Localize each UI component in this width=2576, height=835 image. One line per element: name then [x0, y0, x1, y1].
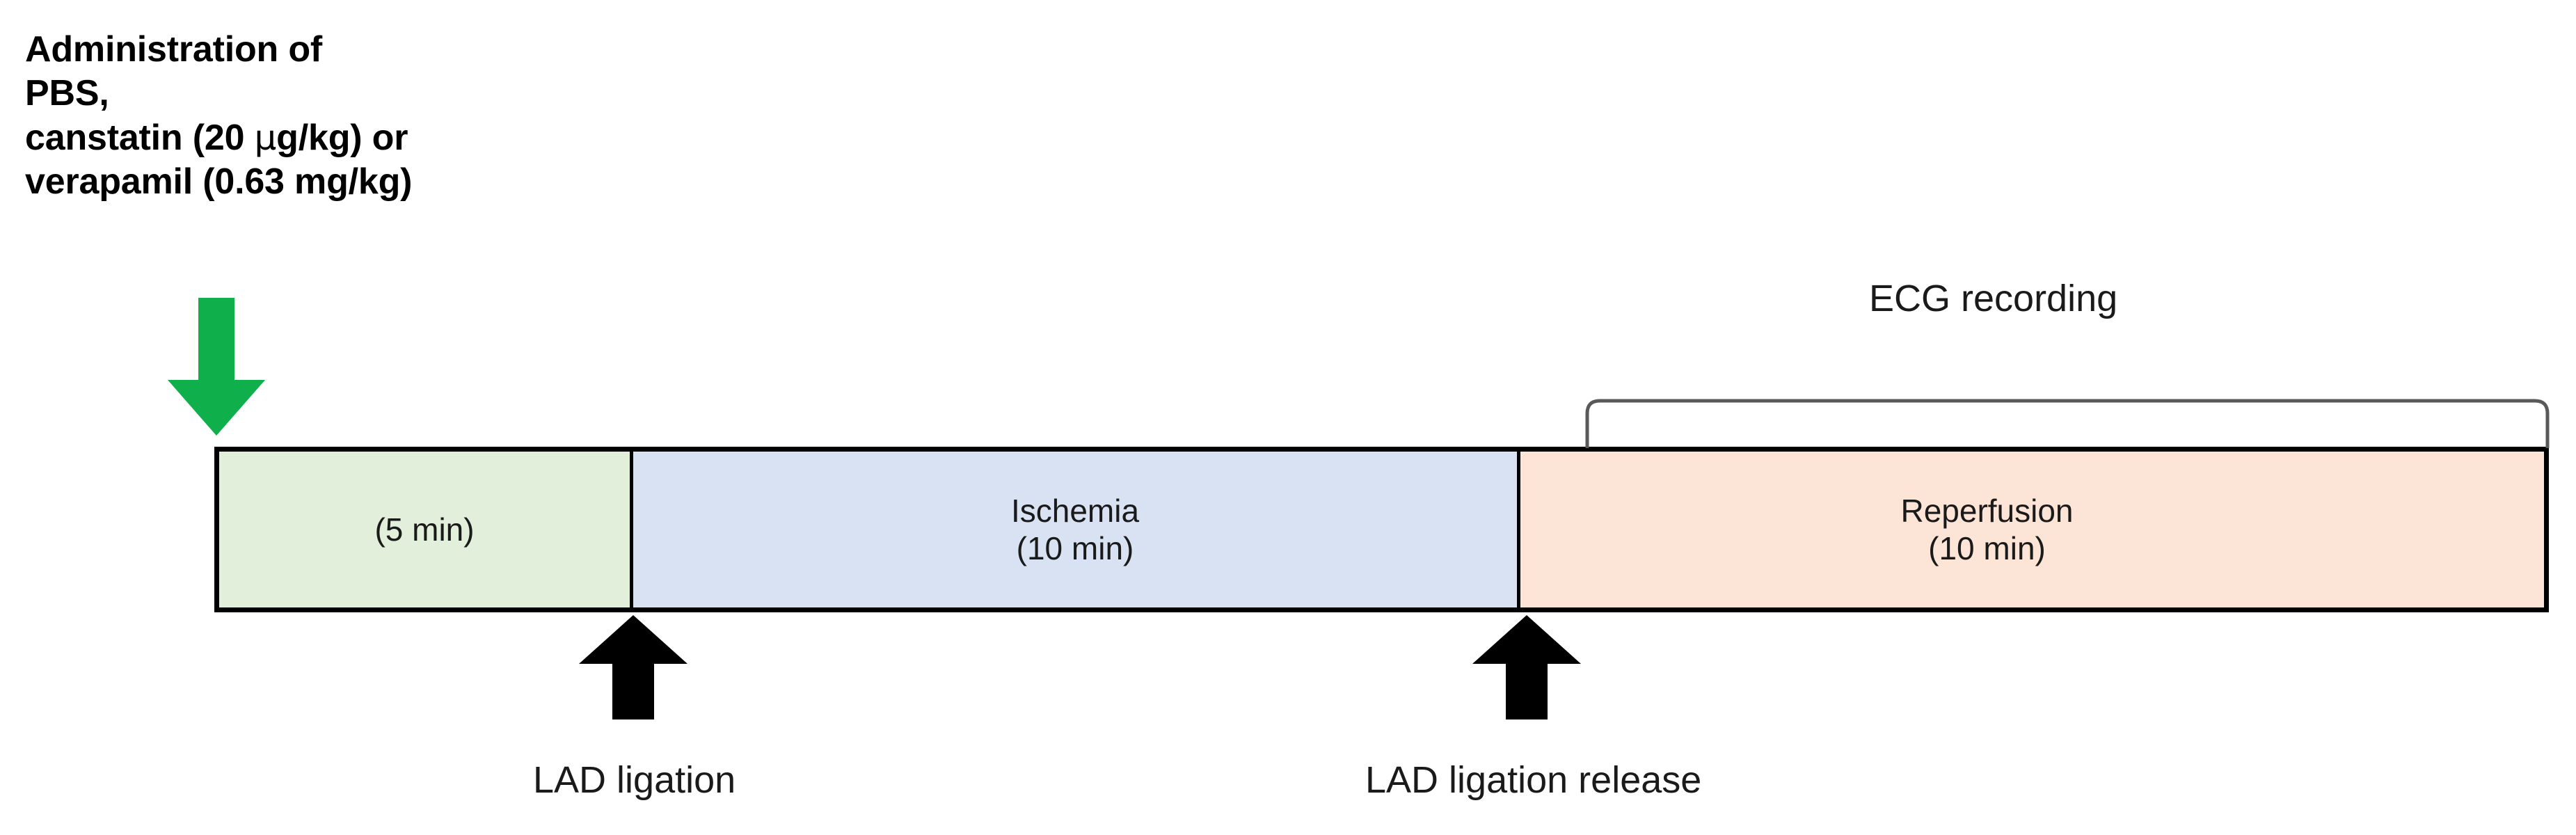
ecg-recording-label: ECG recording [1869, 278, 2118, 319]
administration-line-4: verapamil (0.63 mg/kg) [25, 161, 413, 202]
timeline-segment-reperfusion: Reperfusion (10 min) [1520, 452, 2544, 607]
lad-ligation-arrow-icon [579, 615, 687, 719]
timeline-bar: (5 min) Ischemia (10 min) Reperfusion (1… [214, 447, 2549, 612]
segment-reperfusion-duration: (10 min) [1928, 530, 2046, 566]
administration-arrow-icon [168, 298, 265, 436]
administration-line-3-suffix: g/kg) or [276, 117, 408, 158]
administration-line-3-prefix: canstatin (20 [25, 117, 255, 158]
micro-symbol: μ [254, 117, 277, 158]
ecg-bracket-icon [1585, 399, 2550, 448]
segment-pretreatment-duration: (5 min) [374, 511, 475, 548]
administration-caption: Administration of PBS, canstatin (20 μg/… [25, 28, 721, 205]
administration-line-2: PBS, [25, 73, 109, 114]
lad-ligation-label: LAD ligation [533, 759, 736, 801]
administration-line-3: canstatin (20 μg/kg) or [25, 116, 721, 160]
lad-ligation-release-label: LAD ligation release [1365, 759, 1702, 801]
segment-ischemia-duration: (10 min) [1016, 530, 1134, 566]
administration-line-1: Administration of [25, 29, 323, 70]
segment-ischemia-title: Ischemia [1010, 492, 1140, 529]
lad-ligation-release-arrow-icon [1472, 615, 1581, 719]
segment-reperfusion-title: Reperfusion [1900, 492, 2074, 529]
timeline-segment-pretreatment: (5 min) [219, 452, 633, 607]
timeline-segment-ischemia: Ischemia (10 min) [633, 452, 1520, 607]
